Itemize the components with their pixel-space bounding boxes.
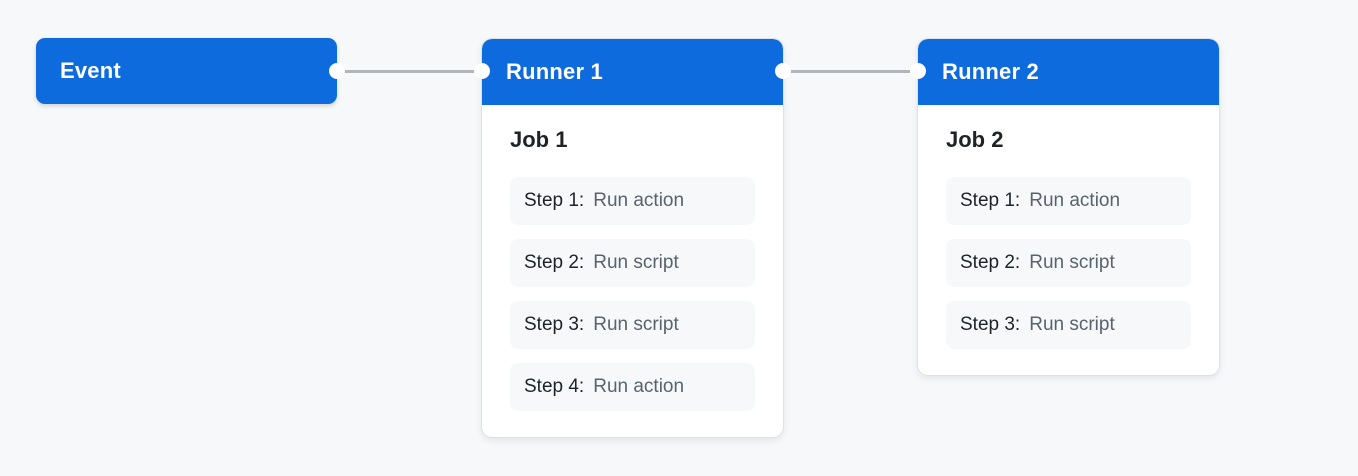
connector-dot-runner2-in [910,63,926,79]
step-label: Step 3: [960,314,1021,335]
step-label: Step 3: [524,314,585,335]
connector-line-runner1-runner2 [783,70,919,73]
runner-1-header: Runner 1 [482,39,783,105]
job-1-title: Job 1 [510,127,568,152]
step-action: Run action [593,376,685,397]
step-action: Run script [593,252,679,273]
runner-2-card: Runner 2 Job 2 Step 1: Run action Step 2… [918,39,1219,375]
job-2-title: Job 2 [946,127,1004,152]
step-row: Step 3: Run script [946,301,1191,349]
step-label: Step 2: [960,252,1021,273]
step-label: Step 1: [524,190,585,211]
step-row: Step 1: Run action [946,177,1191,225]
step-label: Step 1: [960,190,1021,211]
job-2-steps: Step 1: Run action Step 2: Run script St… [946,177,1191,349]
step-row: Step 2: Run script [510,239,755,287]
step-label: Step 2: [524,252,585,273]
connector-line-event-runner1 [337,70,483,73]
step-action: Run action [1029,190,1121,211]
runner-2-header: Runner 2 [918,39,1219,105]
connector-dot-event-out [329,63,345,79]
step-action: Run script [1029,252,1115,273]
step-label: Step 4: [524,376,585,397]
job-1-steps: Step 1: Run action Step 2: Run script St… [510,177,755,411]
runner-2-title: Runner 2 [942,59,1039,84]
connector-dot-runner1-in [474,63,490,79]
step-row: Step 4: Run action [510,363,755,411]
step-row: Step 1: Run action [510,177,755,225]
event-node: Event [36,38,337,104]
runner-1-body: Job 1 Step 1: Run action Step 2: Run scr… [482,105,783,437]
step-action: Run script [593,314,679,335]
connector-dot-runner1-out [775,63,791,79]
step-row: Step 2: Run script [946,239,1191,287]
step-action: Run action [593,190,685,211]
step-row: Step 3: Run script [510,301,755,349]
step-action: Run script [1029,314,1115,335]
event-label: Event [60,58,121,83]
runner-1-card: Runner 1 Job 1 Step 1: Run action Step 2… [482,39,783,437]
runner-1-title: Runner 1 [506,59,603,84]
runner-2-body: Job 2 Step 1: Run action Step 2: Run scr… [918,105,1219,375]
